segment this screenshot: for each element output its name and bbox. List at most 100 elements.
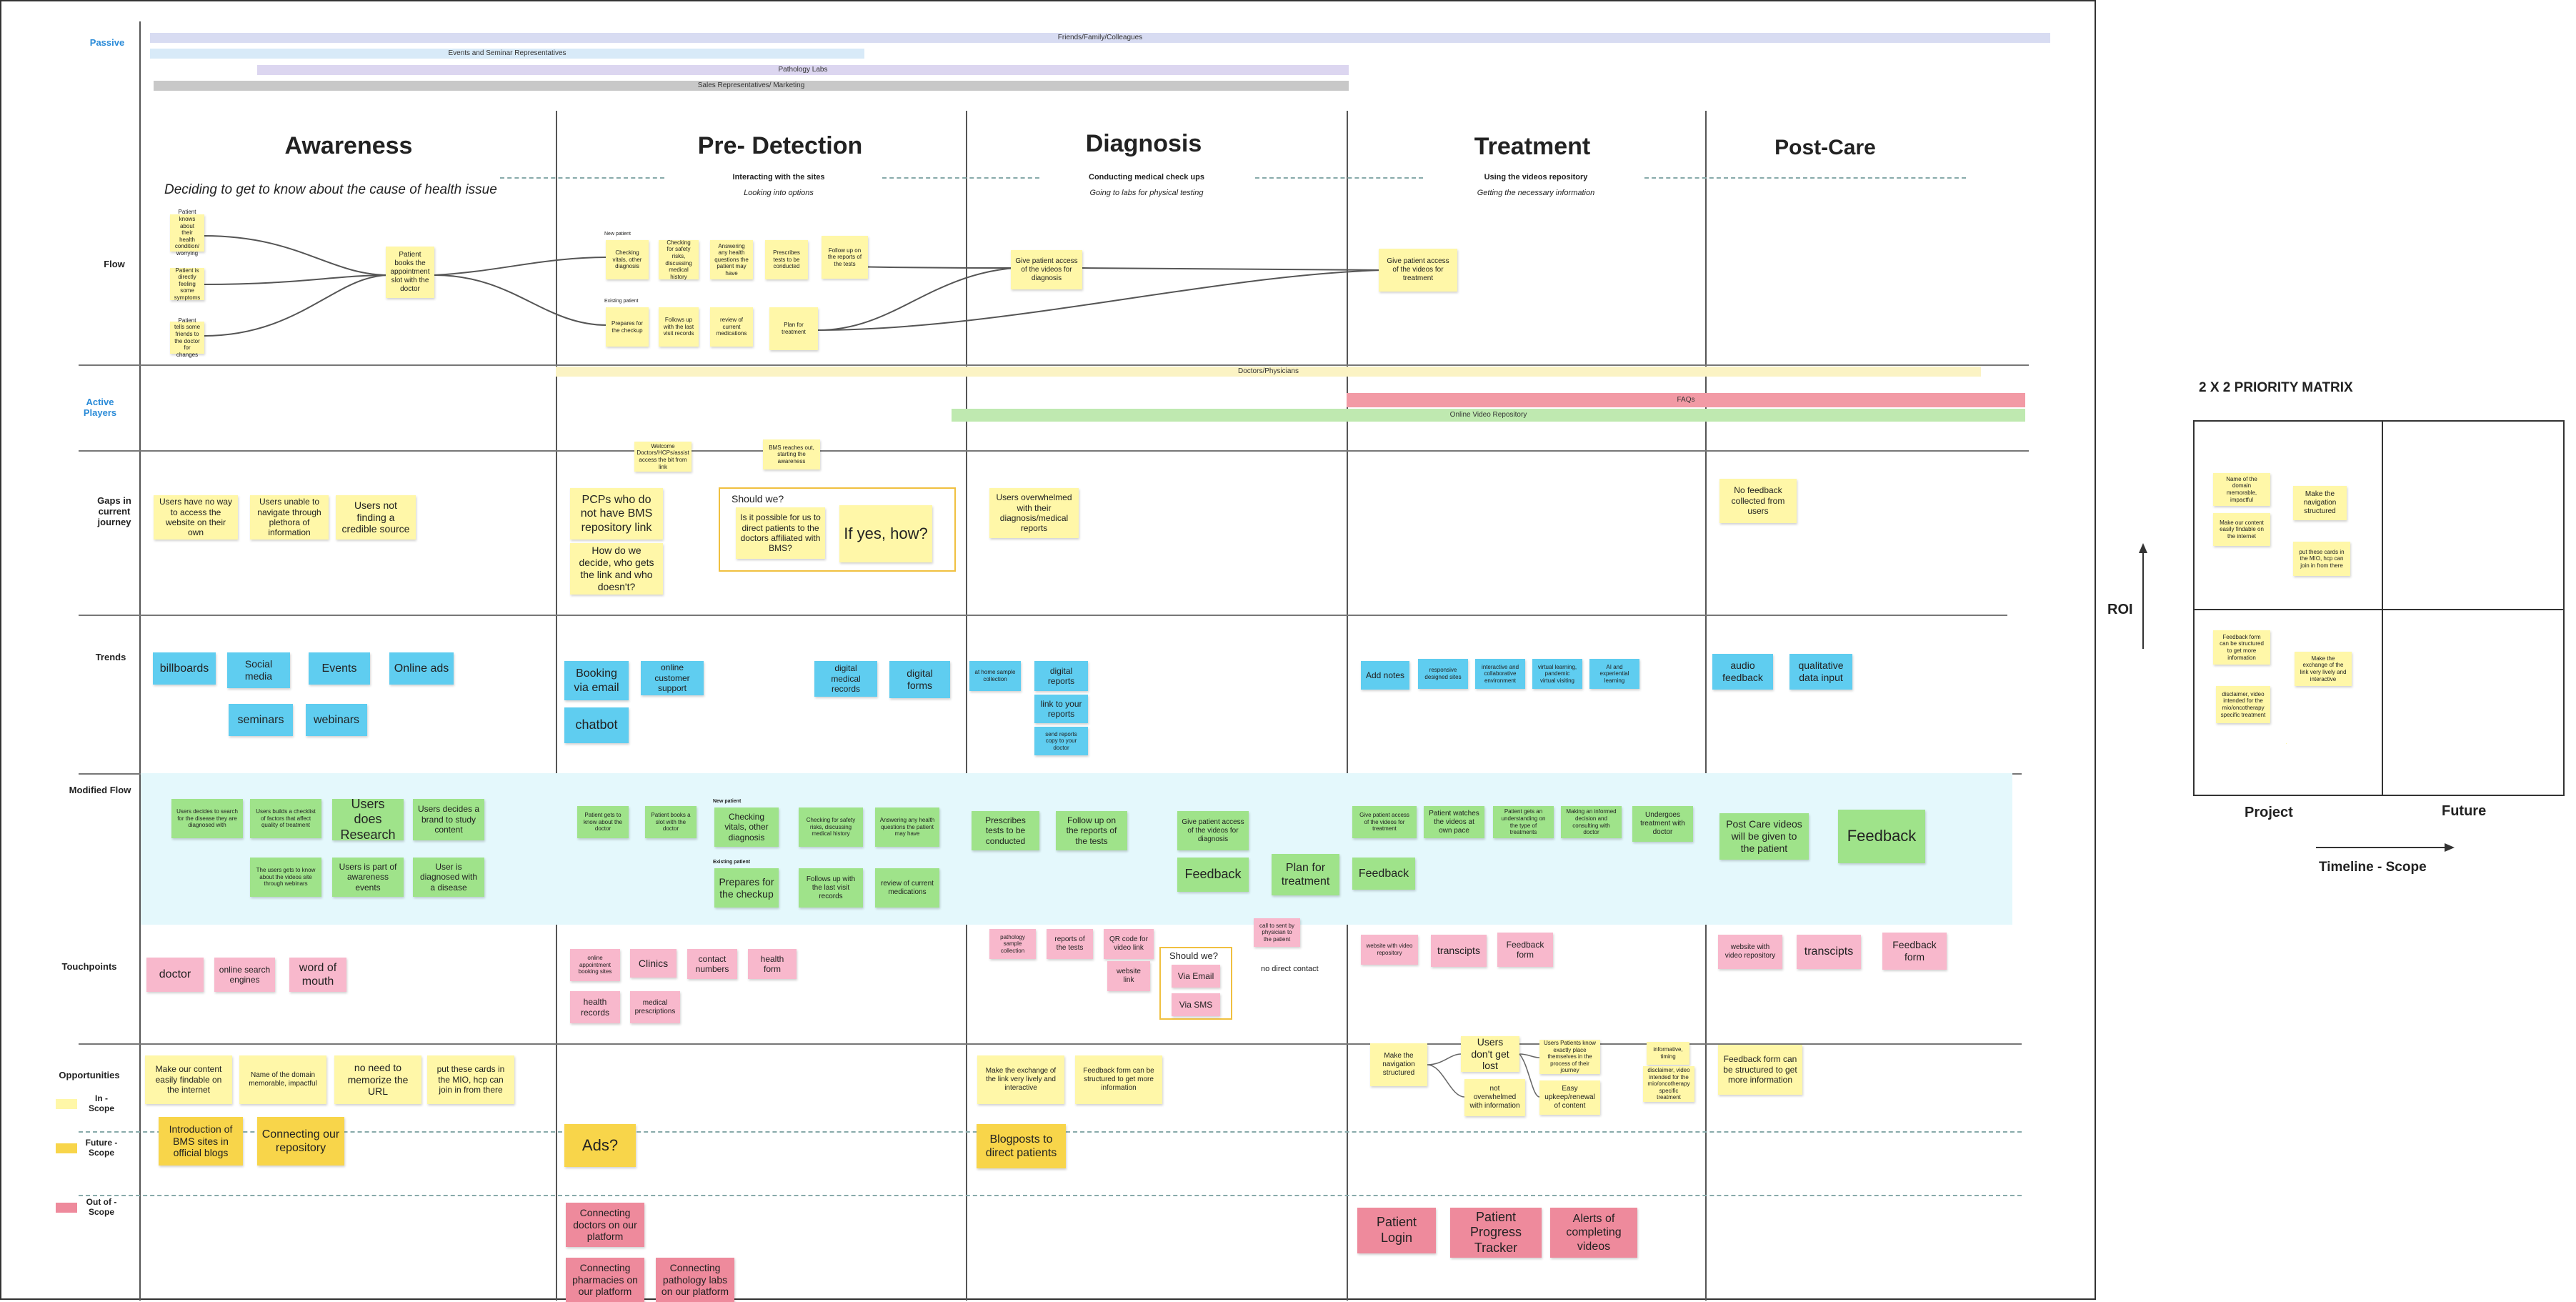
- modified-note: Give patient access of the videos for tr…: [1352, 806, 1417, 838]
- row-divider-flow: [79, 364, 2029, 366]
- stage-title-diagnosis: Diagnosis: [1085, 130, 1202, 157]
- modified-note: Follows up with the last visit records: [799, 868, 863, 908]
- touchpoint-note: website with video repository: [1718, 935, 1782, 969]
- band-doctors-physicians: Doctors/Physicians: [556, 367, 1981, 377]
- row-label-trends: Trends: [95, 652, 126, 662]
- opportunity-note: Users Patients know exactly place themse…: [1539, 1040, 1600, 1074]
- modified-note: Patient gets an understanding on the typ…: [1493, 806, 1554, 838]
- touchpoint-note: word of mouth: [289, 958, 346, 992]
- row-divider-touch: [79, 1043, 2022, 1045]
- matrix-note: put these cards in the MIO, hcp can join…: [2293, 542, 2350, 576]
- gap-note: If yes, how?: [839, 505, 932, 562]
- gap-note: No feedback collected from users: [1719, 479, 1797, 523]
- matrix-horizontal-divider: [2193, 609, 2565, 610]
- matrix-note: Feedback form can be structured to get m…: [2213, 630, 2270, 665]
- active-note: BMS reaches out, starting the awareness: [763, 439, 820, 469]
- modified-note: Users decides to search for the disease …: [171, 799, 243, 838]
- trend-note: billboards: [153, 652, 216, 685]
- future-scope-note: Connecting our repository: [257, 1117, 344, 1166]
- touchpoint-note: transcipts: [1431, 935, 1487, 967]
- touchpoint-note: call to sent by physician to the patient: [1254, 918, 1300, 947]
- touchpoint-note: transcipts: [1797, 935, 1861, 969]
- trend-note: qualitative data input: [1789, 654, 1852, 690]
- row-label-future-scope: Future - Scope: [85, 1138, 118, 1158]
- modified-note: Undergoes treatment with doctor: [1632, 806, 1693, 842]
- modified-note: Follow up on the reports of the tests: [1056, 811, 1127, 850]
- stage-sub-treatment-2: Getting the necessary information: [1477, 189, 1595, 197]
- journey-map-frame: [0, 0, 2096, 1300]
- matrix-note: Make the exchange of the link very livel…: [2295, 652, 2352, 686]
- opportunity-note: no need to memorize the URL: [334, 1055, 421, 1104]
- opportunity-connectors: [1427, 1053, 1540, 1098]
- opportunity-link: [1519, 1053, 1540, 1098]
- modified-note: review of current medications: [875, 868, 939, 908]
- opportunity-note: Make the navigation structured: [1370, 1043, 1427, 1086]
- trend-note: Add notes: [1361, 661, 1409, 690]
- gap-note: Users not finding a credible source: [336, 495, 416, 540]
- matrix-note: Make our content easily findable on the …: [2213, 513, 2270, 546]
- stage-sub-predetection-1: Interacting with the sites: [732, 173, 825, 182]
- modified-note: Feedback: [1838, 810, 1925, 863]
- row-divider-out: [79, 1195, 2022, 1196]
- touchpoint-note: pathology sample collection: [989, 929, 1036, 959]
- row-label-active-players: Active Players: [83, 397, 117, 418]
- band-pathology-labs: Pathology Labs: [257, 65, 1349, 75]
- trend-note: webinars: [306, 704, 367, 736]
- row-label-opportunities: Opportunities: [59, 1070, 120, 1080]
- modified-new-patient-label: New patient: [713, 799, 742, 804]
- stage-title-postcare: Post-Care: [1774, 136, 1876, 159]
- modified-note: Users does Research: [332, 797, 404, 842]
- sub-dash-3: [1255, 177, 1423, 179]
- row-label-passive: Passive: [89, 37, 125, 48]
- touchpoint-note: website link: [1107, 961, 1150, 991]
- sub-dash-2: [882, 177, 1039, 179]
- modified-note: Answering any health questions the patie…: [875, 807, 939, 847]
- future-scope-note: Introduction of BMS sites in official bl…: [159, 1117, 243, 1166]
- row-label-modified-flow: Modified Flow: [69, 785, 131, 795]
- flow-note: Checking for safety risks, discussing me…: [659, 239, 699, 280]
- flow-link: [203, 274, 390, 337]
- out-scope-note: Patient Login: [1357, 1208, 1436, 1253]
- out-scope-note: Connecting pathology labs on our platfor…: [656, 1258, 734, 1302]
- opportunity-note: disclaimer, video intended for the mio/o…: [1643, 1066, 1694, 1102]
- out-scope-note: Connecting pharmacies on our platform: [566, 1258, 644, 1302]
- row-label-flow: Flow: [104, 259, 125, 269]
- trend-note: audio feedback: [1712, 654, 1773, 690]
- row-label-in-scope: In - Scope: [88, 1093, 114, 1113]
- flow-note: Give patient access of the videos for tr…: [1379, 249, 1457, 292]
- trend-note: Booking via email: [564, 661, 629, 700]
- gap-note: How do we decide, who gets the link and …: [570, 543, 663, 595]
- stage-divider-1: [556, 111, 557, 1301]
- trend-note: Events: [309, 652, 370, 685]
- opportunity-note: Feedback form can be structured to get m…: [1718, 1045, 1802, 1095]
- band-friends-family: Friends/Family/Colleagues: [150, 33, 2050, 43]
- touchpoint-note: contact numbers: [687, 949, 737, 979]
- trend-note: virtual learning, pandemic virtual visit…: [1532, 659, 1582, 689]
- opportunity-note: Users don't get lost: [1461, 1036, 1519, 1072]
- row-label-out-scope: Out of - Scope: [86, 1197, 117, 1217]
- opportunity-link: [1427, 1053, 1462, 1065]
- stage-divider-4: [1705, 111, 1707, 1301]
- flow-link: [434, 257, 608, 276]
- matrix-vertical-divider: [2382, 420, 2383, 796]
- out-scope-note: Connecting doctors on our platform: [566, 1203, 644, 1247]
- matrix-note: Make the navigation structured: [2293, 486, 2347, 520]
- priority-matrix-grid: [2193, 420, 2565, 796]
- opportunity-link: [1427, 1064, 1465, 1098]
- out-scope-note: Alerts of completing videos: [1550, 1208, 1637, 1258]
- flow-note: Give patient access of the videos for di…: [1011, 250, 1082, 289]
- row-divider-active: [79, 450, 2029, 452]
- modified-note: The users gets to know about the videos …: [250, 858, 321, 897]
- flow-note: Checking vitals, other diagnosis: [606, 240, 649, 279]
- trend-note: Online ads: [389, 652, 454, 685]
- trend-note: at home sample collection: [969, 661, 1021, 691]
- modified-note: Checking for safety risks, discussing me…: [799, 807, 863, 847]
- matrix-future-label: Future: [2442, 803, 2487, 819]
- touchpoint-note: Feedback form: [1497, 933, 1553, 967]
- stage-sub-diagnosis-1: Conducting medical check ups: [1089, 173, 1204, 182]
- trend-note: online customer support: [641, 661, 704, 695]
- gap-note: PCPs who do not have BMS repository link: [570, 488, 663, 540]
- opportunity-note: not overwhelmed with information: [1464, 1079, 1525, 1116]
- modified-note: Checking vitals, other diagnosis: [714, 807, 779, 847]
- flow-link: [1082, 267, 1383, 271]
